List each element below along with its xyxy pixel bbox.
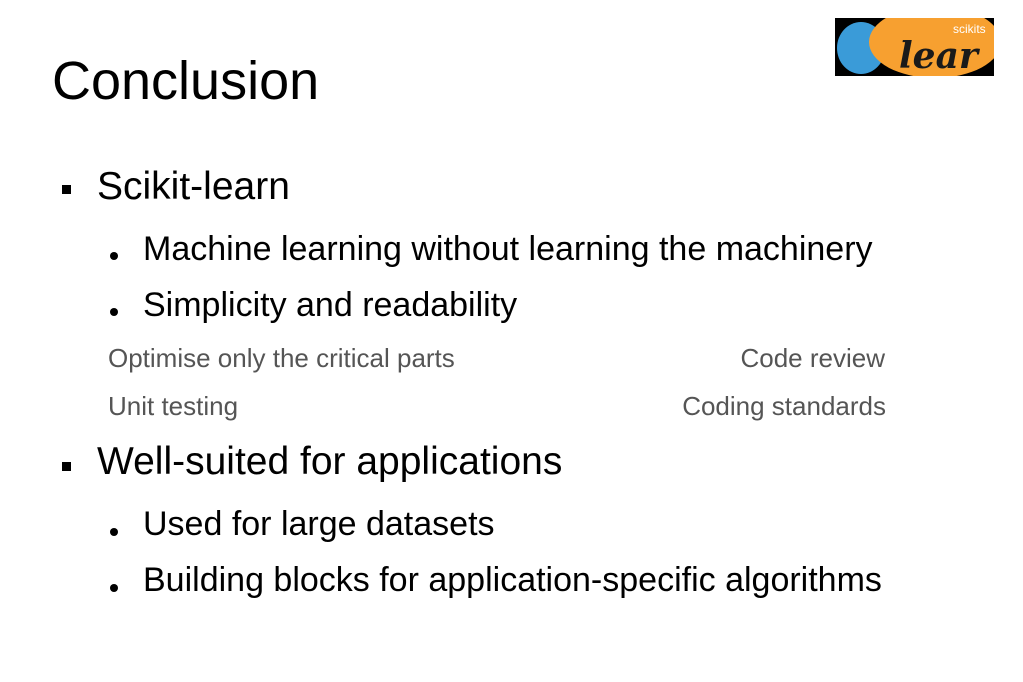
- item-bullet-icon: [110, 528, 118, 536]
- note-right: Code review: [740, 343, 885, 373]
- scikits-learn-logo: scikits lear: [835, 18, 994, 76]
- logo-learn-text: lear: [899, 35, 981, 76]
- logo-scikits-text: scikits: [953, 22, 986, 36]
- item-bullet-icon: [110, 308, 118, 316]
- list-item: Building blocks for application-specific…: [143, 561, 882, 599]
- section-heading: Well-suited for applications: [97, 440, 563, 483]
- section-heading: Scikit-learn: [97, 165, 290, 208]
- slide-title: Conclusion: [52, 51, 320, 111]
- list-item: Simplicity and readability: [143, 286, 518, 324]
- section-bullet-icon: [62, 462, 71, 471]
- note-left: Unit testing: [108, 391, 239, 421]
- section-bullet-icon: [62, 185, 71, 194]
- item-bullet-icon: [110, 584, 118, 592]
- list-item: Machine learning without learning the ma…: [143, 230, 873, 268]
- note-left: Optimise only the critical parts: [108, 343, 455, 373]
- logo-orange-circle: [869, 18, 994, 76]
- item-bullet-icon: [110, 252, 118, 260]
- logo-graphic: scikits lear: [835, 18, 994, 76]
- list-item: Used for large datasets: [143, 505, 495, 543]
- note-right: Coding standards: [682, 391, 886, 421]
